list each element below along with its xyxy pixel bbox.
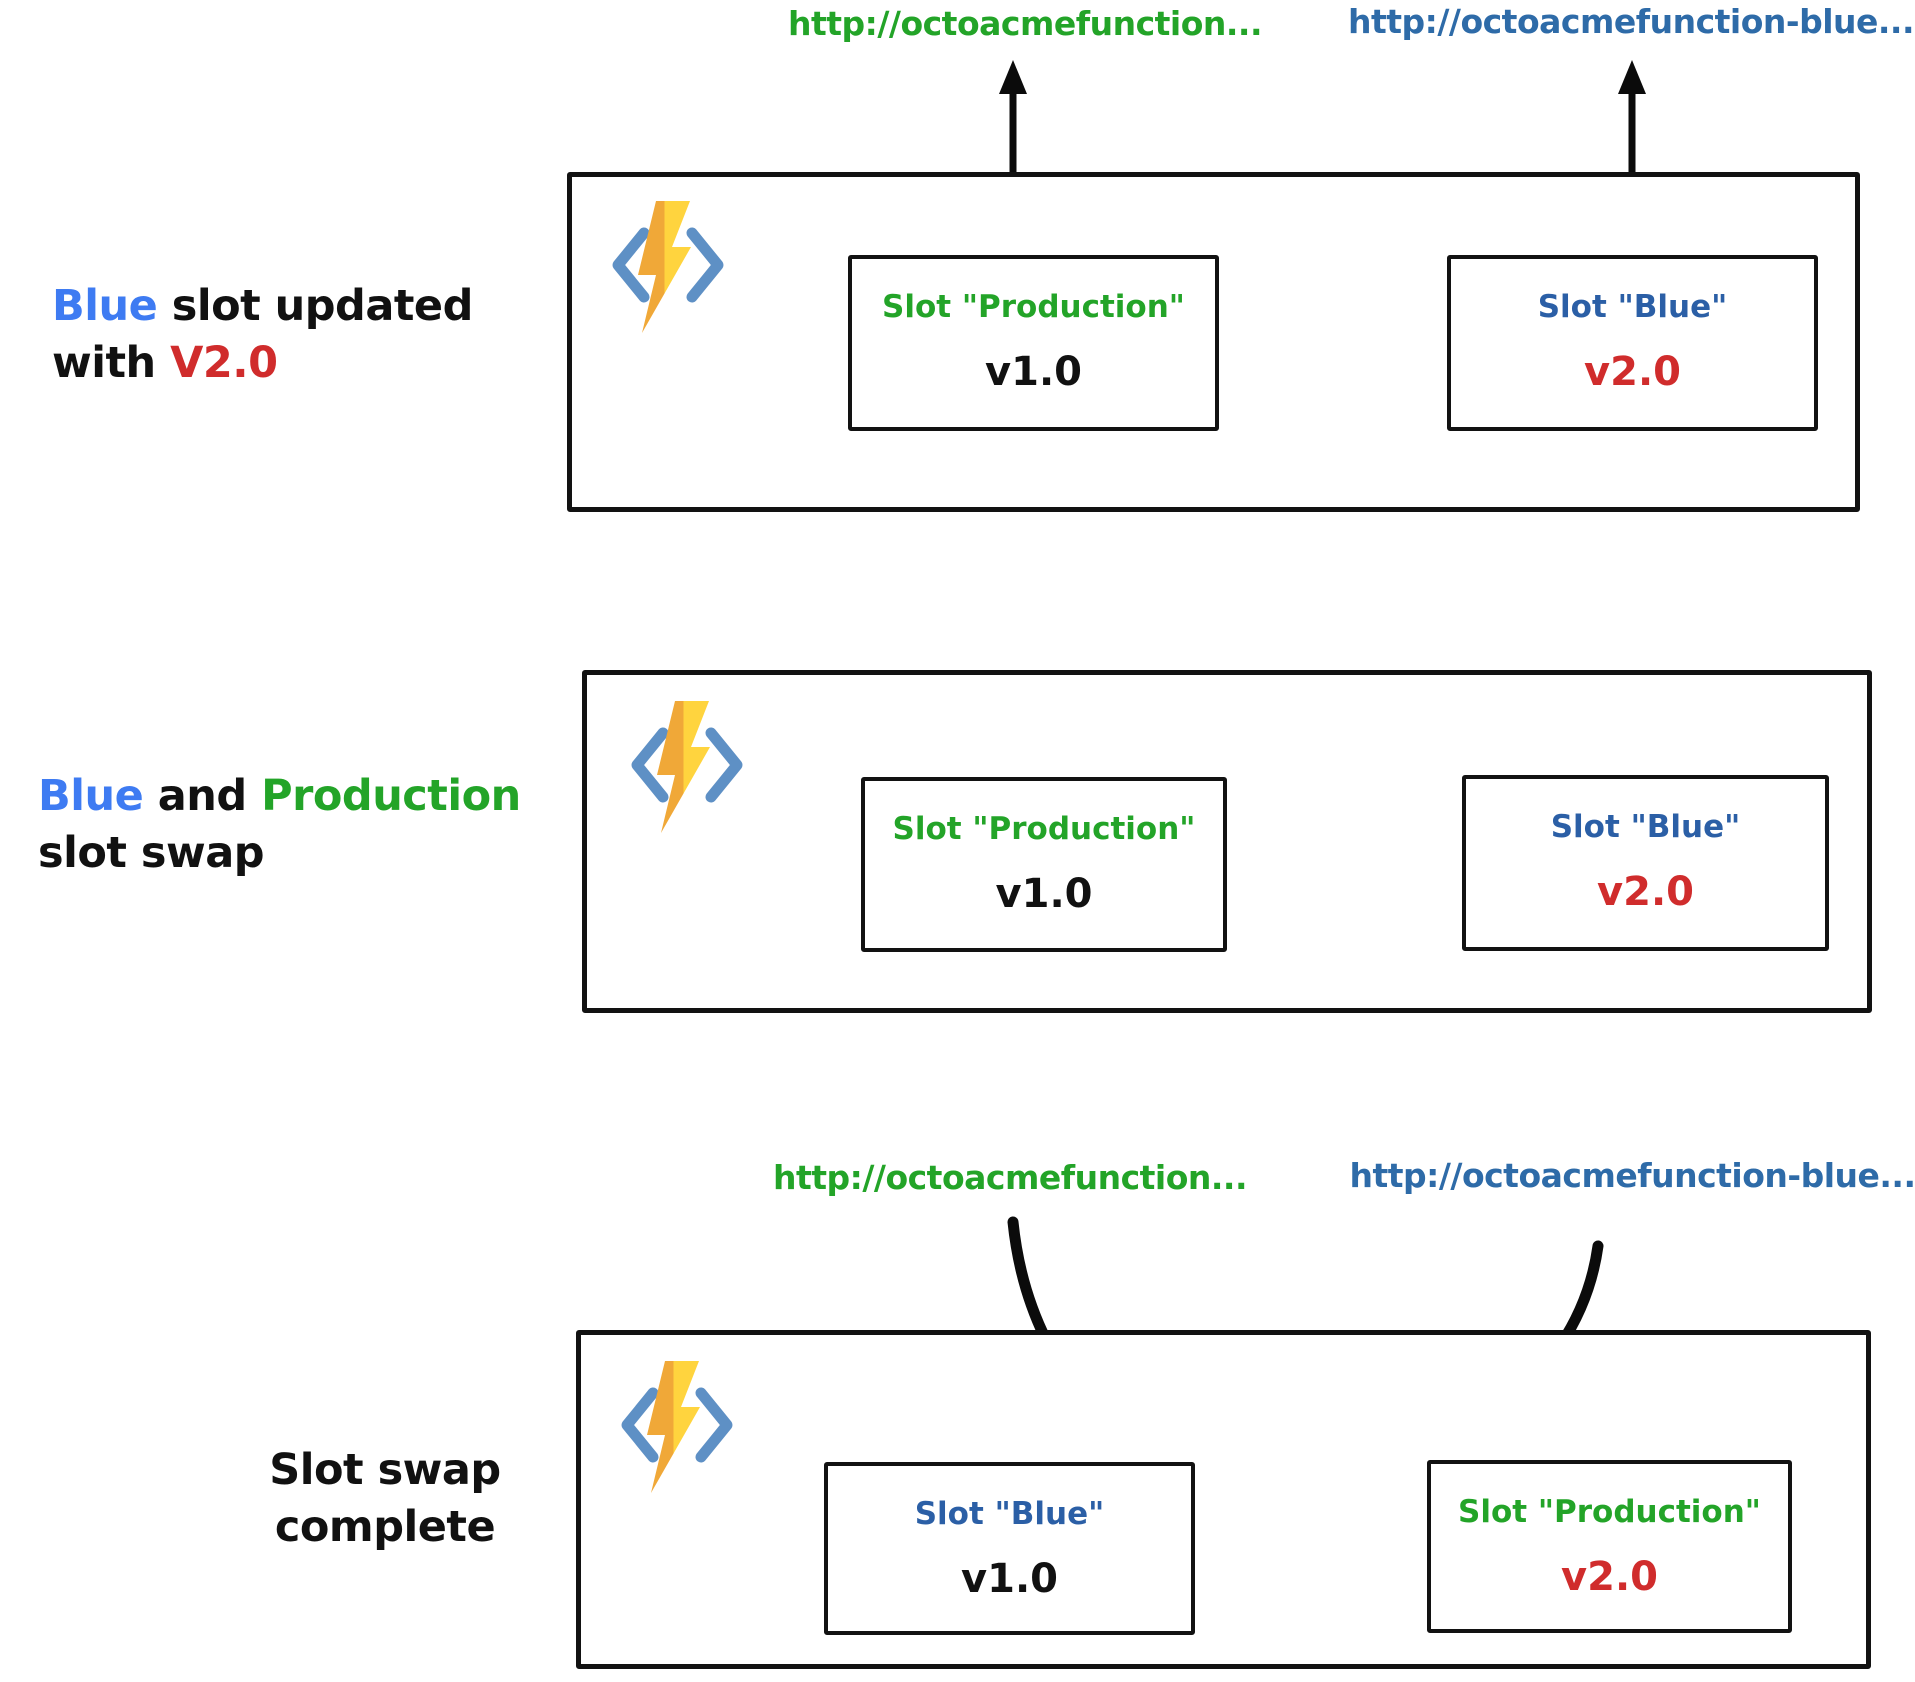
url-blue-bottom: http://octoacmefunction-blue... xyxy=(1349,1156,1915,1195)
slot-title: Slot "Blue" xyxy=(914,1496,1105,1532)
stage1-label-rest1: slot updated xyxy=(157,281,474,331)
slot-version: v1.0 xyxy=(961,1556,1058,1602)
stage3-slot-production: Slot "Production" v2.0 xyxy=(1427,1460,1792,1633)
stage2-label-blue: Blue xyxy=(38,771,144,821)
stage3-label: Slot swap complete xyxy=(240,1442,530,1556)
stage2-label-rest: slot swap xyxy=(38,827,265,878)
url-production-bottom: http://octoacmefunction... xyxy=(772,1158,1248,1197)
stage1-label-version: V2.0 xyxy=(170,337,278,388)
stage2-label-production: Production xyxy=(261,771,521,821)
slot-title: Slot "Blue" xyxy=(1550,809,1741,845)
azure-functions-icon xyxy=(625,701,749,837)
stage1-label: Blue slot updated with V2.0 xyxy=(52,278,522,392)
stage2-slot-production: Slot "Production" v1.0 xyxy=(861,777,1227,952)
stage1-slot-blue: Slot "Blue" v2.0 xyxy=(1447,255,1818,431)
stage2-slot-blue: Slot "Blue" v2.0 xyxy=(1462,775,1829,951)
slot-title: Slot "Production" xyxy=(882,289,1185,325)
stage1-slot-production: Slot "Production" v1.0 xyxy=(848,255,1219,431)
stage3-slot-blue: Slot "Blue" v1.0 xyxy=(824,1462,1195,1635)
stage1-label-blue: Blue xyxy=(52,281,158,331)
stage2-label-and: and xyxy=(143,771,262,821)
slot-version: v2.0 xyxy=(1561,1554,1658,1600)
azure-functions-icon xyxy=(606,201,730,337)
stage2-label: Blue and Production slot swap xyxy=(38,768,583,882)
url-production-top: http://octoacmefunction... xyxy=(787,4,1263,43)
url-blue-top: http://octoacmefunction-blue... xyxy=(1347,2,1915,41)
slot-title: Slot "Blue" xyxy=(1537,289,1728,325)
stage1-label-rest2: with xyxy=(52,337,171,388)
azure-functions-icon xyxy=(615,1361,739,1497)
slot-version: v1.0 xyxy=(985,349,1082,395)
slot-title: Slot "Production" xyxy=(1458,1494,1761,1530)
stage3-label-line1: Slot swap xyxy=(269,1445,501,1495)
slot-version: v2.0 xyxy=(1597,869,1694,915)
slot-title: Slot "Production" xyxy=(892,811,1196,847)
slot-version: v2.0 xyxy=(1584,349,1681,395)
stage3-label-line2: complete xyxy=(274,1501,496,1552)
slot-version: v1.0 xyxy=(995,871,1093,917)
